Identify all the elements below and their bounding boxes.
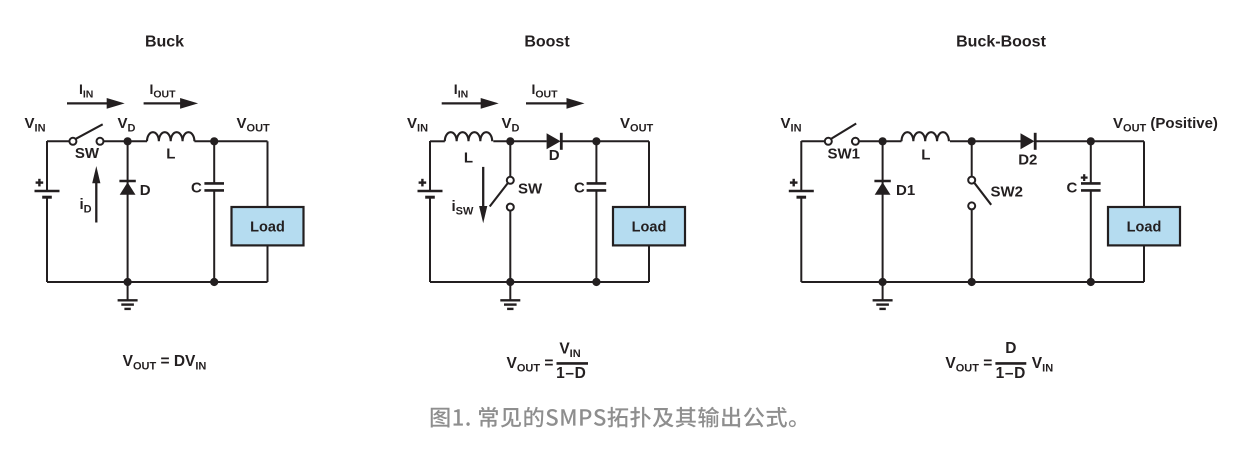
svg-text:Load: Load: [1127, 220, 1162, 236]
svg-text:Load: Load: [632, 220, 667, 236]
svg-text:1–D: 1–D: [996, 365, 1026, 382]
svg-text:L: L: [464, 150, 473, 167]
svg-text:VOUT​ = DVIN​: VOUT​ = DVIN​: [123, 353, 207, 373]
svg-text:iSW​: iSW​: [452, 198, 475, 218]
svg-text:D: D: [1005, 340, 1016, 357]
svg-text:IOUT​: IOUT​: [532, 81, 559, 101]
svg-text:VIN​: VIN​: [407, 115, 428, 135]
svg-text:VOUT​: VOUT​: [620, 115, 654, 135]
svg-text:VOUT​ (Positive): VOUT​ (Positive): [1113, 115, 1218, 135]
svg-text:IIN​: IIN​: [79, 81, 93, 101]
svg-text:VOUT​: VOUT​: [237, 115, 271, 135]
svg-text:C: C: [1067, 180, 1078, 197]
svg-text:iD​: iD​: [80, 196, 92, 216]
svg-text:Load: Load: [250, 220, 285, 236]
svg-text:L: L: [166, 146, 175, 163]
svg-text:VD​: VD​: [502, 115, 520, 135]
svg-text:Buck-Boost: Buck-Boost: [956, 34, 1046, 51]
svg-text:L: L: [921, 147, 930, 164]
svg-text:D1: D1: [896, 182, 915, 199]
svg-text:C: C: [574, 180, 585, 197]
svg-text:Boost: Boost: [524, 34, 570, 51]
svg-text:D2: D2: [1018, 152, 1037, 169]
svg-text:D: D: [549, 147, 560, 164]
svg-text:VIN​: VIN​: [781, 115, 802, 135]
svg-text:1–D: 1–D: [556, 365, 586, 382]
svg-text:SW1: SW1: [828, 146, 861, 163]
svg-text:VOUT​ =: VOUT​ =: [945, 355, 992, 375]
svg-text:SW2: SW2: [991, 184, 1024, 201]
svg-text:IIN​: IIN​: [454, 81, 468, 101]
svg-text:VIN​: VIN​: [1032, 355, 1053, 375]
svg-text:SW: SW: [75, 145, 100, 162]
svg-text:SW: SW: [518, 181, 543, 198]
svg-text:VIN​: VIN​: [559, 341, 580, 361]
svg-text:VOUT​ =: VOUT​ =: [507, 355, 554, 375]
svg-text:Buck: Buck: [145, 34, 184, 51]
svg-text:VIN​: VIN​: [25, 115, 46, 135]
svg-text:IOUT​: IOUT​: [150, 81, 177, 101]
svg-text:D: D: [140, 182, 151, 199]
svg-text:VD​: VD​: [118, 115, 136, 135]
svg-text:C: C: [191, 180, 202, 197]
